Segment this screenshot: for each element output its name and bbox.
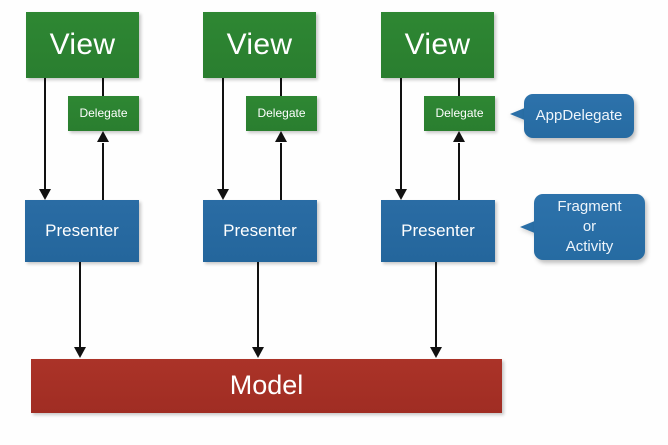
app-delegate-callout[interactable]: AppDelegate [524,94,634,138]
delegate-box-3[interactable]: Delegate [424,96,495,131]
connector-presenter3-model [435,262,437,348]
connector-view2-delegate2 [280,78,282,97]
arrowhead-view2-presenter2 [217,189,229,200]
presenter-label-1: Presenter [45,220,119,240]
connector-presenter1-model [79,262,81,348]
connector-presenter2-model [257,262,259,348]
arrowhead-presenter3-delegate3 [453,131,465,142]
arrowhead-presenter1-model [74,347,86,358]
connector-view3-presenter3 [400,78,402,191]
model-label: Model [229,370,304,401]
fragment-activity-line-1: Fragment [557,198,622,216]
presenter-label-3: Presenter [401,220,475,240]
arrowhead-presenter2-delegate2 [275,131,287,142]
connector-view2-presenter2 [222,78,224,191]
delegate-label-1: Delegate [79,106,128,121]
arrowhead-presenter3-model [430,347,442,358]
app-delegate-callout-label: AppDelegate [535,107,623,125]
delegate-label-3: Delegate [435,106,484,121]
delegate-box-1[interactable]: Delegate [68,96,139,131]
connector-presenter2-delegate2 [280,143,282,201]
view-label-1: View [49,27,116,61]
fragment-activity-line-2: or [582,218,597,236]
connector-presenter1-delegate1 [102,143,104,201]
connector-presenter3-delegate3 [458,143,460,201]
connector-view3-delegate3 [458,78,460,97]
fragment-activity-callout[interactable]: Fragment or Activity [534,194,645,260]
presenter-box-2[interactable]: Presenter [203,200,317,262]
arrowhead-view3-presenter3 [395,189,407,200]
view-box-2[interactable]: View [203,12,316,78]
model-box[interactable]: Model [31,359,502,413]
view-label-2: View [226,27,293,61]
connector-view1-delegate1 [102,78,104,97]
view-label-3: View [404,27,471,61]
presenter-label-2: Presenter [223,220,297,240]
presenter-box-3[interactable]: Presenter [381,200,495,262]
delegate-box-2[interactable]: Delegate [246,96,317,131]
delegate-label-2: Delegate [257,106,306,121]
arrowhead-view1-presenter1 [39,189,51,200]
view-box-1[interactable]: View [26,12,139,78]
arrowhead-presenter2-model [252,347,264,358]
presenter-box-1[interactable]: Presenter [25,200,139,262]
view-box-3[interactable]: View [381,12,494,78]
arrowhead-presenter1-delegate1 [97,131,109,142]
connector-view1-presenter1 [44,78,46,191]
fragment-activity-line-3: Activity [565,237,614,255]
